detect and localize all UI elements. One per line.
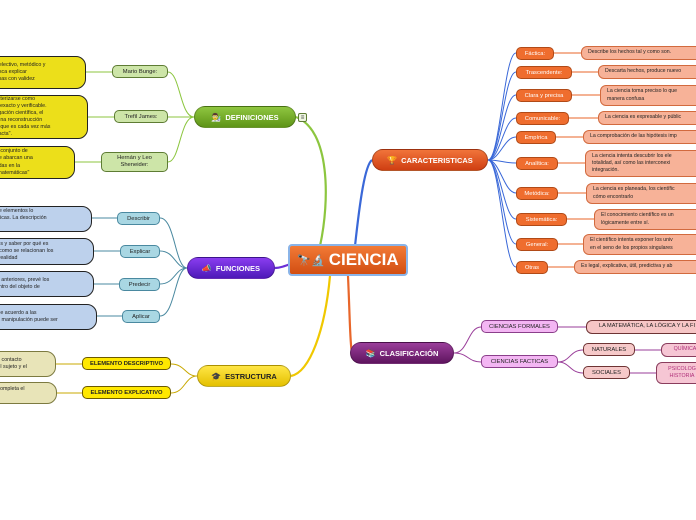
books-icon: 📚: [365, 348, 376, 358]
graduation-cap-icon: 🎓: [211, 371, 222, 381]
characteristic-text-trascendente[interactable]: Descarta hechos, produce nuevo: [598, 65, 696, 79]
subtopic-aplicar[interactable]: Aplicar: [122, 310, 160, 323]
subtopic-clara-precisa[interactable]: Clara y precisa: [516, 89, 572, 102]
main-topic-label: CARACTERISTICAS: [401, 155, 473, 165]
characteristic-text-comunicable[interactable]: La ciencia es expresable y públic: [598, 111, 696, 125]
characteristic-text-sistematica[interactable]: El conocimiento científico es un lógicam…: [594, 209, 696, 230]
main-topic-label: FUNCIONES: [215, 263, 261, 273]
subtopic-metodica[interactable]: Metódica:: [516, 187, 558, 200]
characteristic-text-metodica[interactable]: La ciencia es planeada, los científic có…: [586, 183, 696, 204]
definition-text-trefil[interactable]: racterizarse como al, exacto y verificab…: [0, 95, 88, 139]
function-text-predecir[interactable]: los anteriores, prevé los dentro del obj…: [0, 271, 94, 297]
subtopic-elemento-explicativo[interactable]: ELEMENTO EXPLICATIVO: [82, 386, 171, 399]
subtopic-describir[interactable]: Describir: [117, 212, 160, 225]
main-topic-caracteristicas[interactable]: 🏆 CARACTERISTICAS: [372, 149, 488, 171]
subtopic-otras[interactable]: Otras: [516, 261, 548, 274]
subtopic-explicar[interactable]: Explicar: [120, 245, 160, 258]
main-topic-estructura[interactable]: 🎓 ESTRUCTURA: [197, 365, 291, 387]
subtopic-elemento-descriptivo[interactable]: ELEMENTO DESCRIPTIVO: [82, 357, 171, 370]
megaphone-icon: 📣: [201, 263, 212, 273]
characteristic-text-empirica[interactable]: La comprobación de las hipótesis imp: [583, 130, 696, 144]
natural-sciences-value[interactable]: QUÍMICA: [661, 343, 696, 357]
trophy-icon: 🏆: [387, 155, 398, 165]
characteristic-text-factica[interactable]: Describe los hechos tal y como son.: [581, 46, 696, 60]
structure-text-descriptivo[interactable]: del contacto e el sujeto y el: [0, 351, 56, 377]
social-sciences-value[interactable]: PSICOLOG HISTORIA: [656, 362, 696, 384]
definition-text-bunge[interactable]: r selectivo, metódico y busca explicar c…: [0, 56, 86, 89]
main-topic-definiciones[interactable]: 👨‍🔬 DEFINICIONES: [194, 106, 296, 128]
telescope-microscope-icon: 🔭🔬: [297, 254, 325, 267]
subtopic-sociales[interactable]: SOCIALES: [583, 366, 630, 379]
subtopic-trascendente[interactable]: Trascendente:: [516, 66, 572, 79]
structure-text-explicativo[interactable]: n completa el o: [0, 382, 57, 404]
subtopic-analitica[interactable]: Analítica:: [516, 157, 558, 170]
characteristic-text-general[interactable]: El científico intenta exponer los univ e…: [583, 234, 696, 255]
main-topic-clasificacion[interactable]: 📚 CLASIFICACIÓN: [350, 342, 454, 364]
link-central-clasificacion: [346, 275, 354, 354]
definition-text-sheneider[interactable]: un conjunto de que abarcan una sadas en …: [0, 146, 75, 179]
main-topic-label: CLASIFICACIÓN: [379, 348, 439, 358]
formal-sciences-value[interactable]: LA MATEMÁTICA, LA LÓGICA Y LA FI: [586, 320, 696, 334]
collapse-toggle-icon[interactable]: ≡: [298, 113, 307, 122]
function-text-describir[interactable]: que elementos lo risticas. La descripció…: [0, 206, 92, 232]
subtopic-naturales[interactable]: NATURALES: [583, 343, 635, 356]
subtopic-comunicable[interactable]: Comunicable:: [516, 112, 569, 125]
central-title: CIENCIA: [328, 250, 399, 269]
characteristic-text-analitica[interactable]: La ciencia intenta descubrir los ele tot…: [585, 150, 696, 177]
subtopic-author-sheneider[interactable]: Hernán y Leo Sheneider:: [101, 152, 168, 172]
subtopic-empirica[interactable]: Empírica: [516, 131, 556, 144]
link-central-estructura: [290, 275, 332, 378]
main-topic-label: DEFINICIONES: [225, 112, 279, 122]
subtopic-ciencias-facticas[interactable]: CIENCIAS FACTICAS: [481, 355, 558, 368]
main-topic-label: ESTRUCTURA: [225, 371, 277, 381]
subtopic-predecir[interactable]: Predecir: [119, 278, 160, 291]
link-central-caracteristicas: [353, 159, 373, 247]
function-text-aplicar[interactable]: d de acuerdo a las sta manipulación pued…: [0, 304, 97, 330]
scientist-icon: 👨‍🔬: [211, 112, 222, 122]
subtopic-author-bunge[interactable]: Mario Bunge:: [112, 65, 168, 78]
subtopic-factica[interactable]: Fáctica:: [516, 47, 554, 60]
characteristic-text-clara[interactable]: La ciencia toma preciso lo que manera co…: [600, 85, 696, 106]
function-text-explicar[interactable]: ntos y saber por qué es er como se relac…: [0, 238, 94, 265]
main-topic-funciones[interactable]: 📣 FUNCIONES: [187, 257, 275, 279]
central-topic[interactable]: 🔭🔬 CIENCIA: [288, 244, 408, 276]
link-central-definiciones: [295, 115, 327, 247]
characteristic-text-otras[interactable]: Es legal, explicativa, útil, predictiva …: [574, 260, 696, 274]
subtopic-sistematica[interactable]: Sistemática:: [516, 213, 567, 226]
subtopic-author-trefil[interactable]: Trefil James:: [114, 110, 168, 123]
subtopic-general[interactable]: General:: [516, 238, 558, 251]
subtopic-ciencias-formales[interactable]: CIENCIAS FORMALES: [481, 320, 558, 333]
